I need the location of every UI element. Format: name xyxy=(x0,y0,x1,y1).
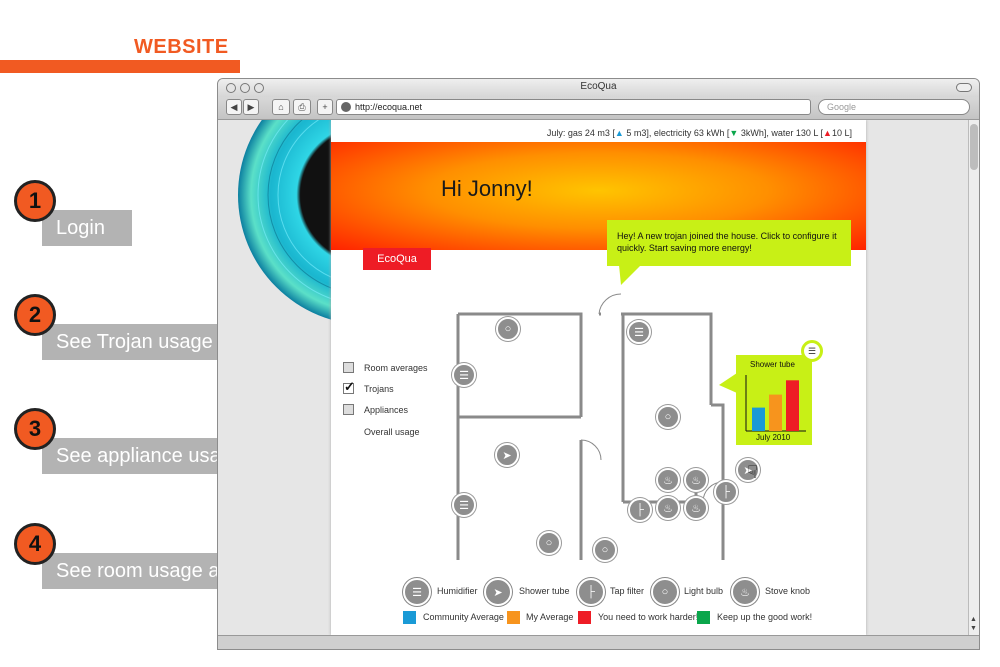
status-bar xyxy=(218,635,979,649)
disc-graphic xyxy=(238,120,331,320)
minimize-window-button[interactable] xyxy=(240,83,250,93)
popup-menu-icon[interactable]: ☰ xyxy=(801,340,823,362)
ecoqua-page: July: gas 24 m3 [▲ 5 m3], electricity 63… xyxy=(331,120,866,635)
vertical-scrollbar[interactable]: ▲ ▼ xyxy=(968,120,979,635)
chart-bar-1 xyxy=(752,407,765,431)
popup-period: July 2010 xyxy=(756,433,791,442)
plus-icon: + xyxy=(322,102,328,112)
work-harder-swatch xyxy=(578,611,591,624)
browser-viewport: July: gas 24 m3 [▲ 5 m3], electricity 63… xyxy=(218,120,968,635)
home-icon: ⌂ xyxy=(278,102,284,112)
url-bar[interactable]: http://ecoqua.net xyxy=(336,99,811,115)
step-1-label: Login xyxy=(42,210,132,246)
step-2-badge: 2 xyxy=(14,294,56,336)
shower-icon[interactable]: ➤ xyxy=(736,458,760,482)
legend-stove-knob: Stove knob xyxy=(765,586,811,596)
usage-summary: July: gas 24 m3 [▲ 5 m3], electricity 63… xyxy=(546,128,852,138)
step-1-badge: 1 xyxy=(14,180,56,222)
lightbulb-icon[interactable]: ○ xyxy=(537,531,561,555)
humidifier-icon[interactable]: ☰ xyxy=(452,363,476,387)
legend-tap-filter: Tap filter xyxy=(610,586,645,596)
print-icon: ⎙ xyxy=(298,101,306,112)
floor-plan xyxy=(456,293,725,560)
toolbar-toggle-button[interactable] xyxy=(956,83,972,92)
legend-work-harder: You need to work harder! xyxy=(598,612,699,622)
flame-icon[interactable]: ♨ xyxy=(656,496,680,520)
tab-ecoqua[interactable]: EcoQua xyxy=(363,248,431,270)
step-3-badge: 3 xyxy=(14,408,56,450)
scroll-up-icon[interactable]: ▲ xyxy=(970,616,977,623)
cursor-hand-icon: ☟ xyxy=(747,462,758,482)
trojans-checkbox[interactable]: ✓ xyxy=(343,379,355,394)
flame-icon[interactable]: ♨ xyxy=(684,496,708,520)
chart-bar-3 xyxy=(786,380,799,431)
window-title: EcoQua xyxy=(580,81,617,92)
legend-light-bulb: Light bulb xyxy=(684,586,724,596)
back-arrow-icon: ◀ xyxy=(230,101,238,112)
room-averages-checkbox[interactable] xyxy=(343,362,354,373)
room-averages-label: Room averages xyxy=(364,363,428,373)
print-button[interactable]: ⎙ xyxy=(293,99,311,115)
globe-icon xyxy=(341,102,351,112)
good-work-swatch xyxy=(697,611,710,624)
zoom-window-button[interactable] xyxy=(254,83,264,93)
lightbulb-icon[interactable]: ○ xyxy=(593,538,617,562)
popup-pointer xyxy=(719,373,737,393)
flame-icon[interactable]: ♨ xyxy=(684,468,708,492)
step-2-label: See Trojan usage xyxy=(42,324,234,360)
water-up-icon: ▲ xyxy=(823,128,832,138)
forward-arrow-icon: ▶ xyxy=(247,101,255,112)
tap-icon[interactable]: ├ xyxy=(628,498,652,522)
browser-toolbar: ◀ ▶ ⌂ ⎙ + http://ecoqua.net Google xyxy=(218,97,979,120)
scrollbar-thumb[interactable] xyxy=(970,124,978,170)
lightbulb-icon[interactable]: ○ xyxy=(496,317,520,341)
legend-shower-tube: Shower tube xyxy=(519,586,570,596)
usage-chart xyxy=(745,375,806,432)
gas-up-icon: ▲ xyxy=(614,128,624,138)
greeting: Hi Jonny! xyxy=(441,176,533,201)
tap-icon[interactable]: ├ xyxy=(714,480,738,504)
appliances-checkbox[interactable] xyxy=(343,404,354,415)
legend-good-work: Keep up the good work! xyxy=(717,612,813,622)
checkmark-icon: ✓ xyxy=(344,379,355,394)
shower-icon[interactable]: ➤ xyxy=(495,443,519,467)
notification-bubble[interactable]: Hey! A new trojan joined the house. Clic… xyxy=(607,220,851,266)
lightbulb-icon: ○ xyxy=(651,578,679,606)
humidifier-icon[interactable]: ☰ xyxy=(452,493,476,517)
add-bookmark-button[interactable]: + xyxy=(317,99,333,115)
title-bar: EcoQua xyxy=(218,79,979,97)
lightbulb-icon[interactable]: ○ xyxy=(656,405,680,429)
back-button[interactable]: ◀ xyxy=(226,99,242,115)
notification-pointer xyxy=(619,265,641,285)
trojans-label: Trojans xyxy=(364,384,394,394)
browser-window: EcoQua ◀ ▶ ⌂ ⎙ + http://ecoqua.net Googl… xyxy=(217,78,980,650)
my-average-swatch xyxy=(507,611,520,624)
legend-my-average: My Average xyxy=(526,612,574,622)
overall-usage-link[interactable]: Overall usage xyxy=(364,427,420,437)
section-title: WEBSITE xyxy=(134,36,229,58)
legend-community-average: Community Average xyxy=(423,612,504,622)
popup-title: Shower tube xyxy=(750,360,795,369)
appliances-label: Appliances xyxy=(364,405,409,415)
forward-button[interactable]: ▶ xyxy=(243,99,259,115)
community-average-swatch xyxy=(403,611,416,624)
humidifier-icon: ☰ xyxy=(403,578,431,606)
flame-icon: ♨ xyxy=(731,578,759,606)
shower-tube-popup[interactable]: Shower tube July 2010 xyxy=(736,355,812,445)
home-button[interactable]: ⌂ xyxy=(272,99,290,115)
shower-icon: ➤ xyxy=(484,578,512,606)
title-underline xyxy=(0,60,240,73)
legend-humidifier: Humidifier xyxy=(437,586,478,596)
scroll-down-icon[interactable]: ▼ xyxy=(970,625,977,632)
chart-bar-2 xyxy=(769,394,782,431)
humidifier-icon[interactable]: ☰ xyxy=(627,320,651,344)
url-text: http://ecoqua.net xyxy=(355,102,423,112)
search-field[interactable]: Google xyxy=(818,99,970,115)
step-4-badge: 4 xyxy=(14,523,56,565)
electricity-down-icon: ▼ xyxy=(729,128,739,138)
flame-icon[interactable]: ♨ xyxy=(656,468,680,492)
close-window-button[interactable] xyxy=(226,83,236,93)
tap-icon: ├ xyxy=(577,578,605,606)
